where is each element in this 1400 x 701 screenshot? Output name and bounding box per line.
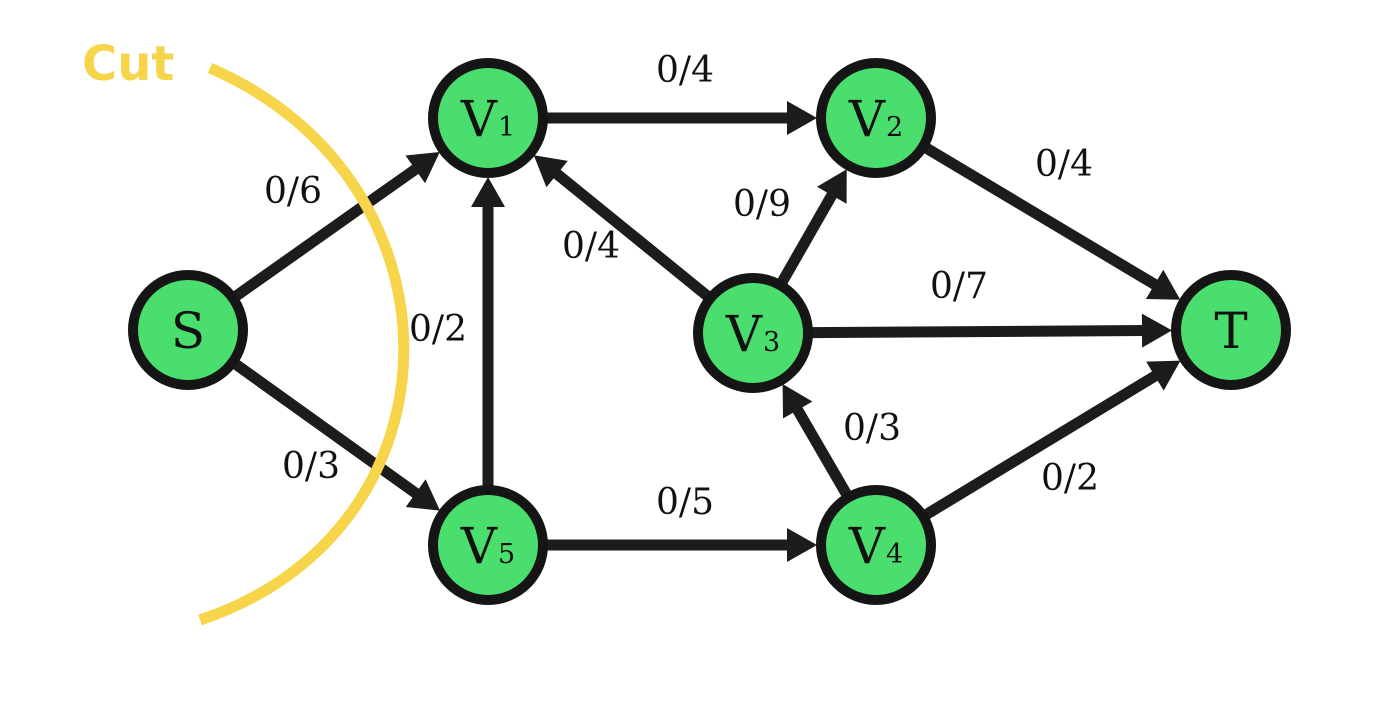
node-v5: V5 <box>428 485 548 605</box>
node-circle <box>816 58 936 178</box>
node-label-subscript: 3 <box>763 327 780 358</box>
node-circle <box>693 273 813 393</box>
arrowhead-icon <box>405 152 440 184</box>
arrowhead-icon <box>1146 360 1181 391</box>
edge-capacity-label: 0/4 <box>562 226 620 267</box>
edge-line <box>552 168 713 302</box>
edge-line <box>776 190 838 287</box>
node-label-main: S <box>171 302 205 360</box>
node-label-main: T <box>1214 302 1247 360</box>
edge-s-v5 <box>231 358 440 511</box>
node-v3: V3 <box>693 273 813 393</box>
node-label-main: V <box>848 90 886 148</box>
edge-v5-v4 <box>545 528 817 562</box>
edge-line <box>809 325 1145 339</box>
arrowhead-icon <box>405 479 440 511</box>
node-circle <box>428 485 548 605</box>
node-label-subscript: 1 <box>498 112 515 143</box>
edge-v1-v2 <box>545 101 817 135</box>
edge-line <box>231 358 421 499</box>
edge-line <box>921 370 1160 521</box>
arrowhead-icon <box>471 177 505 207</box>
edge-capacity-label: 0/4 <box>1035 144 1093 185</box>
node-label-main: V <box>725 305 763 363</box>
cut-layer: Cut <box>82 36 410 626</box>
edge-capacity-label: 0/2 <box>1041 458 1099 499</box>
edge-capacity-label: 0/3 <box>843 408 901 449</box>
edge-v4-t <box>921 360 1181 521</box>
edge-line <box>922 142 1160 291</box>
node-label-subscript: 2 <box>886 112 903 143</box>
arrowhead-icon <box>533 155 568 188</box>
arrowhead-icon <box>782 384 813 419</box>
arrowhead-icon <box>1145 269 1181 300</box>
node-s: S <box>128 270 248 390</box>
edge-capacity-label: 0/2 <box>409 309 467 350</box>
edge-capacity-label: 0/9 <box>733 184 791 225</box>
edge-capacity-label: 0/7 <box>930 266 988 307</box>
node-label: V1 <box>460 90 515 148</box>
node-label: V4 <box>848 517 903 575</box>
node-v2: V2 <box>816 58 936 178</box>
cut-label: Cut <box>82 36 174 92</box>
edge-line <box>791 405 853 499</box>
node-label: S <box>171 302 205 360</box>
edge-capacity-label: 0/6 <box>264 171 322 212</box>
node-circle <box>1171 270 1291 390</box>
cut-arc <box>198 62 410 626</box>
edge-capacity-label: 0/5 <box>656 482 714 523</box>
edge-v3-v1 <box>533 155 713 302</box>
node-label-subscript: 5 <box>498 539 515 570</box>
edge-v2-t <box>922 142 1181 300</box>
edges-layer <box>231 101 1181 562</box>
arrowhead-icon <box>787 101 817 135</box>
node-circle <box>128 270 248 390</box>
arrowhead-icon <box>787 528 817 562</box>
node-circle <box>816 485 936 605</box>
node-label-main: V <box>848 517 886 575</box>
edge-line <box>231 163 421 302</box>
edge-labels-layer: 0/6 0/3 0/2 0/4 0/4 0/9 0/4 0/7 0/5 0/3 0/2 <box>264 50 1099 523</box>
edge-s-v1 <box>231 152 440 302</box>
node-label-subscript: 4 <box>886 539 903 570</box>
arrowhead-icon <box>1141 313 1172 348</box>
edge-capacity-label: 0/3 <box>282 446 340 487</box>
edge-v4-v3 <box>782 384 853 499</box>
node-circle <box>428 58 548 178</box>
node-label-main: V <box>460 90 498 148</box>
node-label: T <box>1214 302 1247 360</box>
edge-v5-v1 <box>471 177 505 488</box>
edge-v3-v2 <box>776 169 847 287</box>
node-t: T <box>1171 270 1291 390</box>
node-label-main: V <box>460 517 498 575</box>
edge-v3-t <box>809 313 1172 348</box>
node-label: V2 <box>848 90 903 148</box>
node-label: V5 <box>460 517 515 575</box>
node-v1: V1 <box>428 58 548 178</box>
node-v4: V4 <box>816 485 936 605</box>
arrowhead-icon <box>817 169 847 204</box>
edge-capacity-label: 0/4 <box>656 50 714 91</box>
node-label: V3 <box>725 305 780 363</box>
